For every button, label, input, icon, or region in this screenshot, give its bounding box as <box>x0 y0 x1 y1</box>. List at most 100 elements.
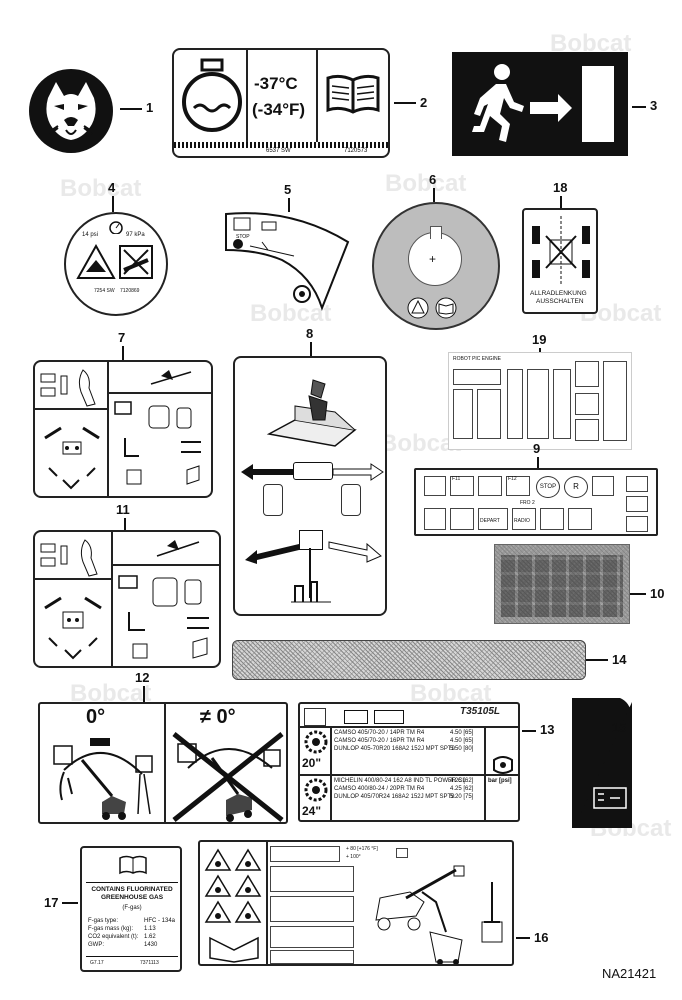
callout-8: 8 <box>306 326 314 341</box>
leader-line <box>112 196 114 212</box>
switch-cell <box>626 496 648 512</box>
bobcat-head-icon <box>29 69 113 153</box>
decal-code: 6537 SW <box>266 148 291 154</box>
leader-line <box>560 196 562 208</box>
running-person-exit-icon <box>472 64 572 142</box>
loader-arm-functions-icon <box>118 540 209 659</box>
decal-2-temperature: -37°C (-34°F) 6537 SW 7120573 <box>172 48 390 158</box>
decal-8-joystick <box>233 356 387 616</box>
tire-24-pressure: 5.20 [75] <box>450 794 474 800</box>
center-mark-icon: + <box>429 252 437 266</box>
leader-line <box>120 108 142 110</box>
temperature-fahrenheit: (-34°F) <box>252 100 306 119</box>
switch-cell <box>424 508 446 530</box>
switch-cell <box>478 476 502 496</box>
decal-code: G7.17 <box>90 960 104 966</box>
callout-2: 2 <box>420 95 428 110</box>
info-cell <box>270 950 354 964</box>
warning-and-manual-icons <box>407 297 457 319</box>
tire-24-name: MICHELIN 400/80-24 162 A8 IND TL POWER C… <box>334 778 466 784</box>
tire-20-name: CAMSO 405/70-20 / 14PR TM R4 <box>334 730 425 736</box>
callout-9: 9 <box>533 441 541 456</box>
stop-icon: STOP <box>536 476 560 498</box>
info-value: + 80 [+176 °F] <box>346 846 378 852</box>
engine-coolant-icon <box>182 58 242 132</box>
leader-line <box>632 106 646 108</box>
steering-label-line1: ALLRADLENKUNG <box>530 290 587 297</box>
figure-id: NA21421 <box>602 966 657 981</box>
decal-5-control-arc: STOP <box>225 212 350 312</box>
decal-18-steering: ALLRADLENKUNG AUSSCHALTEN <box>522 208 598 314</box>
switch-cell <box>478 508 508 530</box>
gauge-icon <box>109 221 123 234</box>
manual-book-icon <box>119 855 147 875</box>
decal-code: 7254 SW <box>94 288 115 294</box>
loader-arm-functions-icon <box>114 370 201 485</box>
leader-line <box>288 198 290 212</box>
four-wheel-steering-off-icon <box>532 216 590 286</box>
fgas-row-value: HFC - 134a <box>144 918 176 924</box>
rim-size-24: 24" <box>302 804 322 818</box>
level-angle-not-zero: ≠ 0° <box>200 706 236 728</box>
decal-4-tire-pressure: 14 psi 97 kPa 7254 SW 7120869 <box>64 212 168 316</box>
decal-11-controls <box>33 530 221 668</box>
callout-13: 13 <box>540 722 555 737</box>
info-cell <box>270 896 354 922</box>
callout-16: 16 <box>534 930 549 945</box>
tire-24-pressure: 4.25 [62] <box>450 778 474 784</box>
decal-13-tire-pressure-chart: T35105L 20" CAMSO 405/70-20 / 14PR TM R4… <box>298 702 520 822</box>
warning-crush-icon <box>76 244 116 279</box>
tire-20-name: DUNLOP 405-70R20 168A2 152J MPT SPT9 <box>334 746 455 752</box>
switch-cell <box>450 508 474 530</box>
tire-20-name: CAMSO 405/70-20 / 16PR TM R4 <box>334 738 425 744</box>
watermark: Bobcat <box>60 175 142 202</box>
exit-door-icon <box>582 66 614 142</box>
decal-9-switch-panel: F11 F12 STOP R FRO 2 DEPART RADIO <box>414 468 658 536</box>
joystick-icon <box>266 379 357 447</box>
callout-14: 14 <box>612 652 627 667</box>
switch-label: F12 <box>508 476 517 482</box>
callout-10: 10 <box>650 586 665 601</box>
decal-part-number: 7120573 <box>344 148 368 154</box>
leader-line <box>310 342 312 356</box>
tilted-telehandler-prohibited-icon <box>172 732 284 822</box>
decal-16-safety-overview: + 80 [+176 °F] + 100° <box>198 840 514 966</box>
decal-1-bobcat-logo <box>28 68 114 154</box>
info-cell <box>270 866 354 892</box>
tire-20-pressure: 4.50 [65] <box>450 730 474 736</box>
steering-label-line2: AUSSCHALTEN <box>536 298 584 305</box>
decal-7-controls <box>33 360 213 498</box>
switch-cell <box>506 476 530 496</box>
left-button-icon <box>263 484 283 516</box>
callout-17: 17 <box>44 895 59 910</box>
switch-cell <box>592 476 614 496</box>
callout-6: 6 <box>429 172 437 187</box>
switch-cell <box>512 508 536 530</box>
loader-base-icon <box>291 581 331 603</box>
fgas-row-label: F-gas mass (kg): <box>88 926 134 932</box>
info-cell <box>396 848 408 858</box>
tire-icon <box>304 730 328 754</box>
info-cell <box>270 926 354 948</box>
callout-3: 3 <box>650 98 658 113</box>
manual-book-icon <box>326 74 380 114</box>
callout-18: 18 <box>553 180 568 195</box>
manual-book-icon <box>344 710 368 724</box>
switch-cell-turtle <box>424 476 446 496</box>
pressure-kpa: 97 kPa <box>126 232 145 238</box>
joystick-functions-icon <box>40 369 100 490</box>
tire-24-name: CAMSO 400/80-24 / 20PR TM R4 <box>334 786 425 792</box>
info-cell <box>270 846 340 862</box>
callout-1: 1 <box>146 100 154 115</box>
info-value: + 100° <box>346 854 361 860</box>
model-name: T35105L <box>460 706 501 717</box>
decal-part-number: 7371113 <box>140 960 159 966</box>
decal-15-triangle <box>572 698 632 828</box>
fgas-row-value: 1430 <box>144 942 158 948</box>
decal-part-number: 7120869 <box>120 288 140 294</box>
fgas-title: CONTAINS FLUORINATED GREENHOUSE GAS <box>91 886 173 901</box>
rim-size-20: 20" <box>302 756 322 770</box>
fgas-row-label: F-gas type: <box>88 918 119 924</box>
level-telehandler-icon <box>53 738 153 820</box>
prohibited-icon <box>119 245 153 279</box>
